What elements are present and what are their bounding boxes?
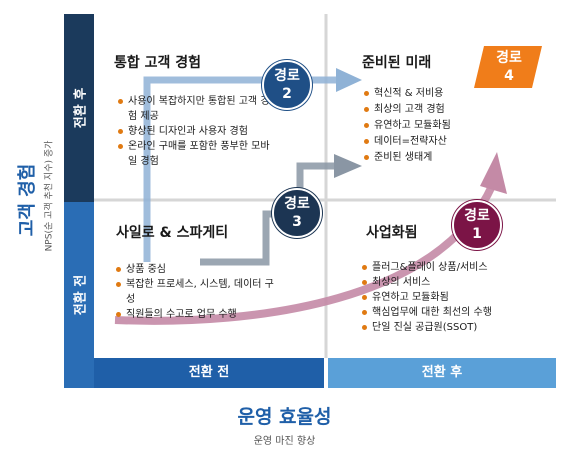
path-4-text: 경로 4 xyxy=(476,46,542,88)
list-item: 직원들의 수고로 업무 수행 xyxy=(116,307,276,322)
list-item: 최상의 고객 경험 xyxy=(364,102,514,118)
path-3-label: 경로 xyxy=(284,196,310,212)
list-item: 복잡한 프로세스, 시스템, 데이터 구성 xyxy=(116,277,276,307)
path-1-label: 경로 xyxy=(464,208,490,224)
list-item: 유연하고 모듈화됨 xyxy=(362,290,542,305)
quadrant-top-right-list: 혁신적 & 저비용 최상의 고객 경험 유연하고 모듈화됨 데이터=전략자산 준… xyxy=(364,86,514,166)
quadrant-bottom-right-title: 사업화됨 xyxy=(366,225,418,241)
list-item: 준비된 생태계 xyxy=(364,150,514,166)
path-1-badge: 경로 1 xyxy=(452,200,502,250)
x-axis-subtitle: 운영 마진 향상 xyxy=(253,436,316,447)
path-4-badge: 경로 4 xyxy=(476,46,542,88)
quadrant-top-left-title: 통합 고객 경험 xyxy=(114,55,202,71)
list-item: 최상의 서비스 xyxy=(362,275,542,290)
x-bar-after-label: 전환 후 xyxy=(421,365,463,380)
y-axis-subtitle: NPS(순 고객 추천 지수) 증가 xyxy=(44,140,55,252)
path-3-number: 3 xyxy=(292,214,302,230)
x-bar-after: 전환 후 xyxy=(328,358,556,388)
path-3-arrowhead xyxy=(334,154,362,178)
path-2-arrowhead xyxy=(336,68,362,92)
path-1-arrowhead xyxy=(480,152,507,194)
list-item: 데이터=전략자산 xyxy=(364,134,514,150)
list-item: 향상된 디자인과 사용자 경험 xyxy=(118,124,278,139)
list-item: 플러그&플레이 상품/서비스 xyxy=(362,260,542,275)
list-item: 단일 진실 공급원(SSOT) xyxy=(362,320,542,335)
list-item: 핵심업무에 대한 최선의 수행 xyxy=(362,305,542,320)
list-item: 유연하고 모듈화됨 xyxy=(364,118,514,134)
path-2-number: 2 xyxy=(282,86,292,102)
list-item: 상품 중심 xyxy=(116,262,276,277)
quadrant-top-right-title: 준비된 미래 xyxy=(362,55,432,71)
quadrant-bottom-left-list: 상품 중심 복잡한 프로세스, 시스템, 데이터 구성 직원들의 수고로 업무 … xyxy=(116,262,276,322)
path-4-number: 4 xyxy=(504,68,514,84)
list-item: 사용이 복잡하지만 통합된 고객 경험 제공 xyxy=(118,94,278,124)
y-bar-after: 전환 후 xyxy=(64,14,94,202)
path-2-label: 경로 xyxy=(274,68,300,84)
x-axis-title: 운영 효율성 xyxy=(237,406,332,428)
x-bar-before: 전환 전 xyxy=(94,358,324,388)
quadrant-top-left-list: 사용이 복잡하지만 통합된 고객 경험 제공 향상된 디자인과 사용자 경험 온… xyxy=(118,94,278,169)
quadrant-bottom-left-title: 사일로 & 스파게티 xyxy=(116,225,229,241)
y-bar-after-label: 전환 후 xyxy=(73,87,89,129)
path-4-label: 경로 xyxy=(496,50,522,66)
y-axis-title: 고객 경험 xyxy=(17,163,38,237)
quadrant-bottom-right-list: 플러그&플레이 상품/서비스 최상의 서비스 유연하고 모듈화됨 핵심업무에 대… xyxy=(362,260,542,335)
x-bar-before-label: 전환 전 xyxy=(188,365,230,380)
list-item: 온라인 구매를 포함한 풍부한 모바일 경험 xyxy=(118,139,278,169)
path-2-badge: 경로 2 xyxy=(262,60,312,110)
path-1-number: 1 xyxy=(472,226,482,242)
list-item: 혁신적 & 저비용 xyxy=(364,86,514,102)
y-bar-before: 전환 전 xyxy=(64,202,94,388)
path-4-shape xyxy=(474,46,542,88)
path-3-badge: 경로 3 xyxy=(272,188,322,238)
y-bar-before-label: 전환 전 xyxy=(73,274,89,316)
